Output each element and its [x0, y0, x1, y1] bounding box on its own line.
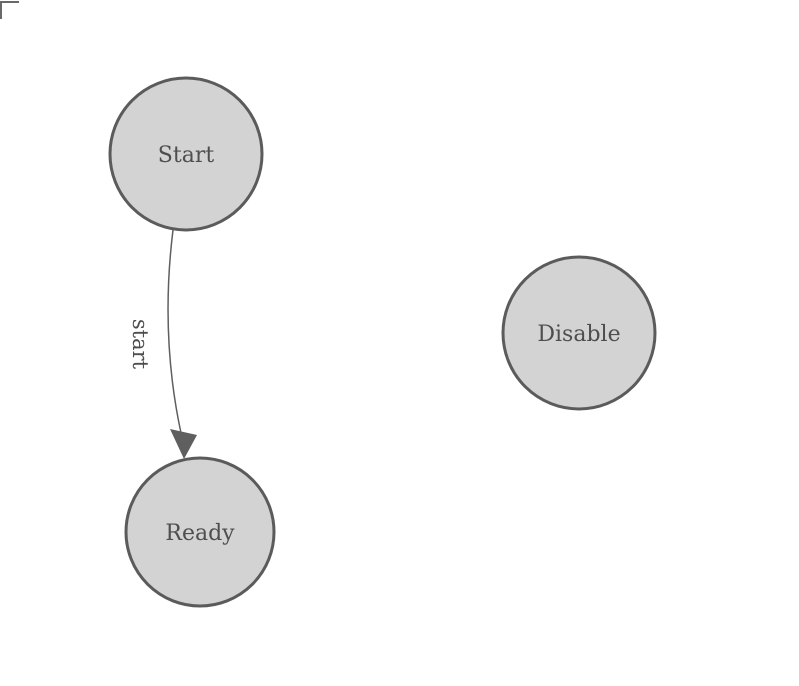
state-node-start[interactable]: Start [108, 76, 264, 232]
transition-edge[interactable] [167, 229, 182, 434]
transition-label: start [128, 319, 152, 370]
state-circle-ready[interactable] [124, 456, 276, 608]
state-label-ready: Ready [165, 521, 235, 546]
state-node-disable[interactable]: Disable [501, 255, 657, 411]
arrowhead-icon [170, 429, 197, 459]
state-node-ready[interactable]: Ready [124, 456, 276, 608]
state-circle-disable[interactable] [501, 255, 657, 411]
state-label-disable: Disable [537, 322, 620, 347]
state-label-start: Start [158, 143, 215, 168]
canvas-corner-mark [0, 1, 19, 19]
transition-start-ready: start [128, 229, 197, 459]
state-circle-start[interactable] [108, 76, 264, 232]
